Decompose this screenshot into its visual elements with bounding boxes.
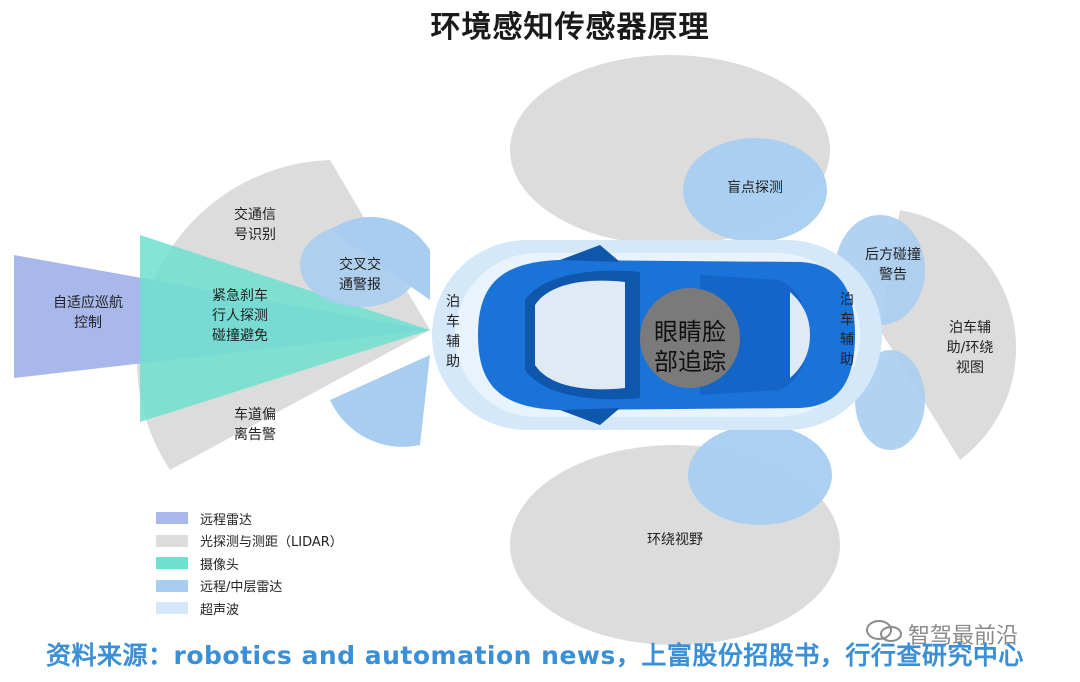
legend-item: 光探测与测距（LIDAR） (156, 530, 343, 553)
label-lane-departure: 车道偏 离告警 (234, 407, 276, 443)
legend-swatch (156, 602, 188, 615)
label-blind-spot: 盲点探测 (727, 180, 783, 196)
mid-radar-front-bottom (330, 355, 430, 447)
blind-spot-zone-bottom (688, 425, 832, 525)
camera-beam (140, 235, 430, 422)
legend-label: 超声波 (200, 602, 240, 618)
blind-spot-zone (683, 138, 827, 242)
legend-label: 远程雷达 (200, 512, 253, 528)
label-traffic-sign: 交通信 号识别 (234, 207, 276, 243)
wechat-icon (866, 620, 902, 642)
label-emergency-braking: 紧急刹车 行人探测 碰撞避免 (212, 288, 268, 344)
legend-swatch (156, 534, 188, 547)
label-rear-collision: 后方碰撞 警告 (865, 247, 921, 283)
label-park-assist-rear: 泊 车 辅 助 (840, 292, 854, 368)
legend-label: 远程/中层雷达 (200, 580, 283, 596)
watermark-text: 智驾最前沿 (908, 624, 1019, 649)
car-icon (478, 245, 855, 425)
legend-label: 摄像头 (200, 557, 240, 573)
watermark: 智驾最前沿 (866, 618, 1018, 650)
legend-item: 超声波 (156, 597, 343, 620)
legend-swatch (156, 512, 188, 525)
legend-item: 摄像头 (156, 552, 343, 575)
cross-traffic-zone (300, 223, 420, 307)
label-acc: 自适应巡航 控制 (53, 295, 123, 331)
source-note: 资料来源：robotics and automation news，上富股份招股… (46, 641, 1024, 670)
label-park-assist-front: 泊 车 辅 助 (446, 294, 460, 370)
label-park-surround: 泊车辅 助/环绕 视图 (946, 320, 994, 376)
legend: 远程雷达 光探测与测距（LIDAR） 摄像头 远程/中层雷达 超声波 (156, 507, 343, 620)
legend-label: 光探测与测距（LIDAR） (200, 535, 343, 551)
page-title: 环境感知传感器原理 (430, 10, 710, 45)
legend-item: 远程雷达 (156, 507, 343, 530)
legend-item: 远程/中层雷达 (156, 575, 343, 598)
legend-swatch (156, 579, 188, 592)
label-face-tracking: 眼睛脸 部追踪 (654, 318, 726, 376)
label-surround-view: 环绕视野 (647, 532, 703, 548)
label-cross-traffic: 交叉交 通警报 (339, 257, 381, 293)
legend-swatch (156, 557, 188, 570)
